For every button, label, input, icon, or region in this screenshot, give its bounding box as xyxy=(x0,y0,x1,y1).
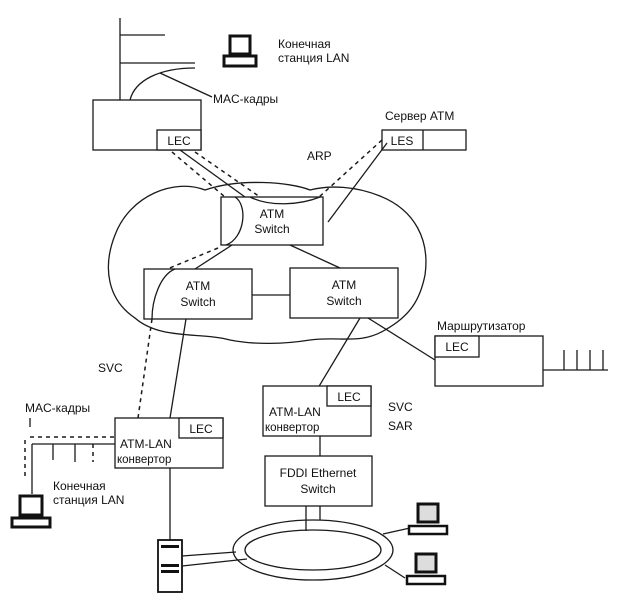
left-converter-lec-box xyxy=(178,417,224,439)
atm-switch-right-label-1: ATM xyxy=(332,278,356,292)
atm-switch-top-label-2: Switch xyxy=(254,222,289,236)
router-lan-segment xyxy=(543,350,608,371)
left-converter-label-2: конвертор xyxy=(117,454,171,466)
left-converter-label-1: ATM-LAN xyxy=(120,437,172,451)
atm-switch-left xyxy=(143,268,253,320)
svc-left-label: SVC xyxy=(98,361,123,375)
left-lan-segment xyxy=(24,418,115,494)
left-mac-frames-label: MAC-кадры xyxy=(25,401,90,415)
fddi-ring-inner xyxy=(244,529,382,571)
router-lec-label: LEC xyxy=(445,340,469,354)
atm-switch-right xyxy=(289,267,399,319)
atm-network-cloud xyxy=(107,181,427,345)
svc-dashed-link xyxy=(137,318,153,419)
atm-switch-right-label-2: Switch xyxy=(326,294,361,308)
atm-switch-top-label-1: ATM xyxy=(260,207,284,221)
les-to-switch-dashed xyxy=(317,139,383,199)
center-converter-label-1: ATM-LAN xyxy=(269,405,321,419)
top-device-lec-label: LEC xyxy=(167,134,191,148)
atm-switch-left-label-2: Switch xyxy=(180,295,215,309)
center-converter-lec-label: LEC xyxy=(337,390,361,404)
les-label: LES xyxy=(391,134,414,148)
top-lan-station-computer-icon xyxy=(222,34,258,68)
sar-label: SAR xyxy=(388,419,413,433)
top-mac-frames-label: MAC-кадры xyxy=(213,92,278,106)
router-label: Маршрутизатор xyxy=(437,319,526,333)
fddi-computer-top-icon xyxy=(407,502,449,536)
fddi-ethernet-switch xyxy=(264,455,373,507)
left-lan-station-computer-icon xyxy=(10,494,52,529)
fddi-switch-label-1: FDDI Ethernet xyxy=(280,466,357,480)
atm-switch-top xyxy=(220,196,324,246)
svc-right-label: SVC xyxy=(388,400,413,414)
left-switch-to-converter-link xyxy=(169,318,187,419)
arp-label: ARP xyxy=(307,149,332,163)
fddi-switch-label-2: Switch xyxy=(300,482,335,496)
les-to-switch-link xyxy=(327,142,388,223)
top-device-lec-box xyxy=(156,129,202,151)
center-converter-lec-box xyxy=(326,385,372,407)
fddi-computer-bottom-icon xyxy=(405,552,447,586)
left-lan-station-label-2: станция LAN xyxy=(53,493,124,507)
top-lan-station-label-2: станция LAN xyxy=(278,51,349,65)
atm-switch-left-label-1: ATM xyxy=(186,279,210,293)
lec-to-switch-dashed-1 xyxy=(171,151,226,198)
lec-to-switch-link xyxy=(179,149,246,198)
top-lan-segment xyxy=(119,18,213,101)
top-lan-station-label-1: Конечная xyxy=(278,37,331,51)
fddi-ring-outer xyxy=(232,519,394,581)
atm-server-label: Сервер ATM xyxy=(385,109,454,123)
left-lan-station-label-1: Конечная xyxy=(53,479,106,493)
center-converter-label-2: конвертор xyxy=(265,422,319,434)
left-converter-lec-label: LEC xyxy=(189,422,213,436)
server-icon xyxy=(157,539,183,593)
router-lec-box xyxy=(434,335,480,358)
lec-to-switch-dashed-2 xyxy=(194,151,261,198)
